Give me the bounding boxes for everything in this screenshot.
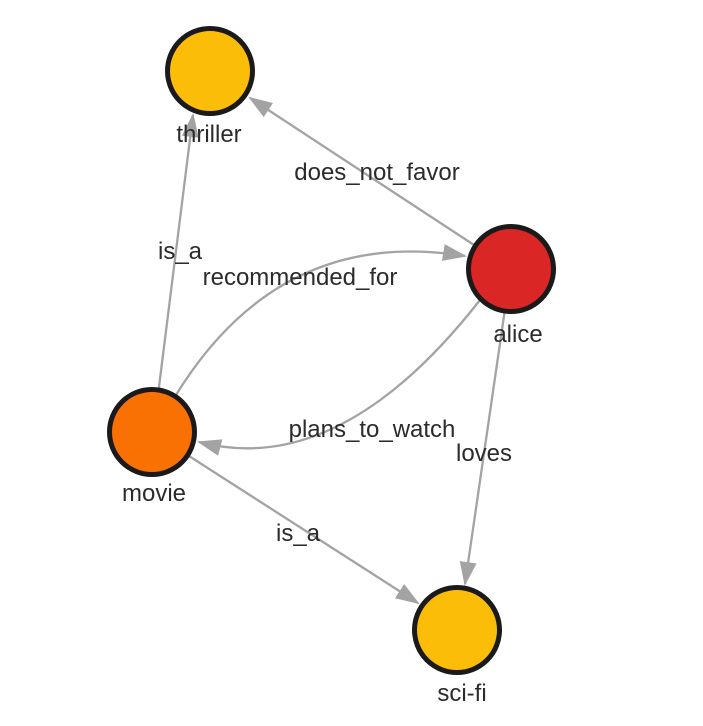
node-label-thriller: thriller (176, 121, 241, 148)
node-label-movie: movie (122, 480, 186, 507)
node-label-alice: alice (493, 321, 542, 348)
edge-is-a-movie-scifi[interactable] (188, 455, 420, 605)
node-label-scifi: sci-fi (437, 680, 486, 707)
node-alice[interactable] (466, 224, 556, 314)
edge-plans-to-watch[interactable] (197, 299, 481, 456)
edge-layer (157, 96, 506, 605)
edge-label-plans-to-watch: plans_to_watch (289, 416, 456, 443)
node-scifi[interactable] (412, 585, 502, 675)
node-thriller[interactable] (165, 26, 255, 116)
node-movie[interactable] (107, 387, 197, 477)
edge-label-recommended-for: recommended_for (203, 264, 398, 291)
edge-does-not-favor[interactable] (248, 96, 474, 246)
edge-label-loves: loves (456, 440, 512, 467)
edge-label-is-a-top: is_a (158, 238, 203, 265)
edge-loves[interactable] (459, 312, 506, 586)
edge-label-is-a-bottom: is_a (276, 520, 321, 547)
edge-recommended-for[interactable] (175, 244, 467, 396)
label-layer: thriller alice movie sci-fi does_not_fav… (122, 121, 543, 707)
node-layer (107, 26, 556, 675)
edge-is-a-movie-thriller[interactable] (157, 113, 199, 389)
edge-label-does-not-favor: does_not_favor (294, 159, 459, 186)
